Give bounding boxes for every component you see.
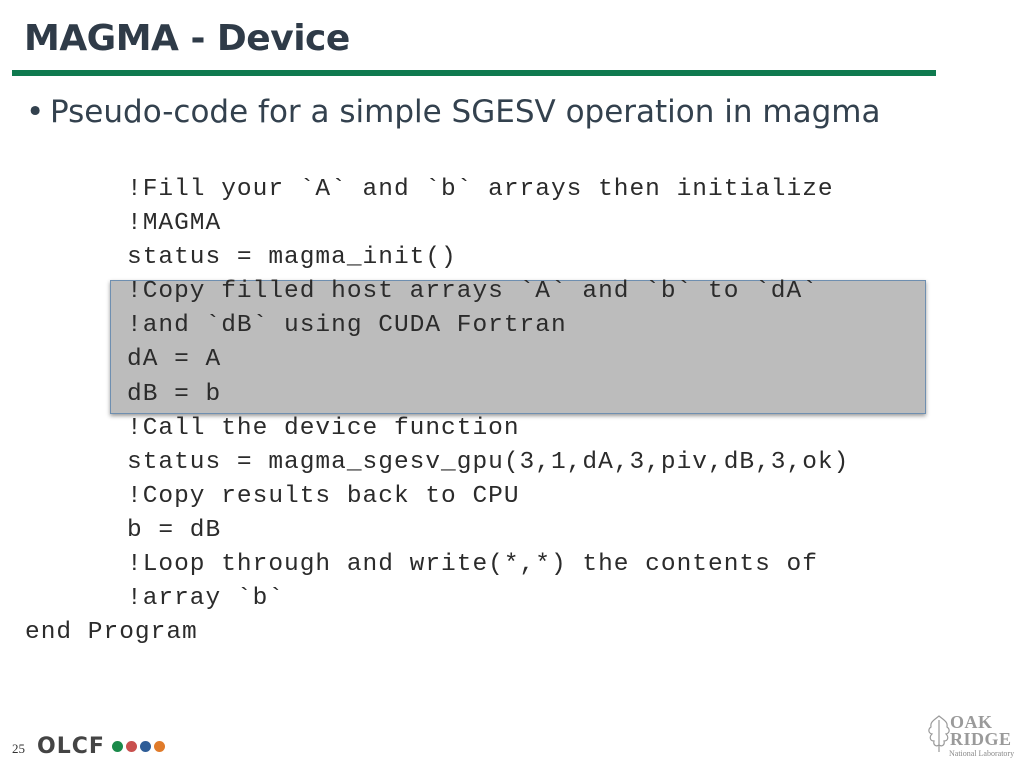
code-line: !MAGMA [127,210,222,238]
page-number: 25 [12,741,25,756]
olcf-dot-red [125,741,137,752]
code-line: !Copy filled host arrays `A` and `b` to … [127,278,818,306]
code-line: !Loop through and write(*,*) the content… [127,551,818,579]
title-divider [12,70,936,76]
code-line: b = dB [127,516,222,544]
olcf-logo-text: OLCF [37,734,105,759]
olcf-dot-orange [153,741,165,752]
code-line: !array `b` [127,585,285,613]
olcf-dot-blue [139,741,151,752]
ornl-logo: OAK RIDGE National Laboratory [926,712,1016,762]
code-line: status = magma_init() [127,244,457,272]
code-line: !and `dB` using CUDA Fortran [127,312,567,340]
code-block: !Fill your `A` and `b` arrays then initi… [0,173,849,650]
code-line: status = magma_sgesv_gpu(3,1,dA,3,piv,dB… [127,448,850,476]
code-line: !Copy results back to CPU [127,482,520,510]
olcf-dot-green [111,741,123,752]
slide-title: MAGMA - Device [24,18,350,59]
bullet-glyph: • [26,94,45,130]
ornl-logo-subtitle: National Laboratory [949,749,1015,758]
ornl-logo-oak: OAK [950,712,993,732]
code-line: !Call the device function [127,414,520,442]
ornl-logo-ridge: RIDGE [950,729,1012,749]
code-highlight-box [110,280,926,414]
olcf-logo: OLCF [37,734,165,759]
code-line: dA = A [127,346,222,374]
bullet-item: •Pseudo-code for a simple SGESV operatio… [26,94,880,130]
code-line: end Program [25,619,198,647]
oak-leaf-icon [928,715,950,752]
code-line: !Fill your `A` and `b` arrays then initi… [127,176,834,203]
bullet-text: Pseudo-code for a simple SGESV operation… [50,94,881,130]
code-line: dB = b [127,380,222,408]
